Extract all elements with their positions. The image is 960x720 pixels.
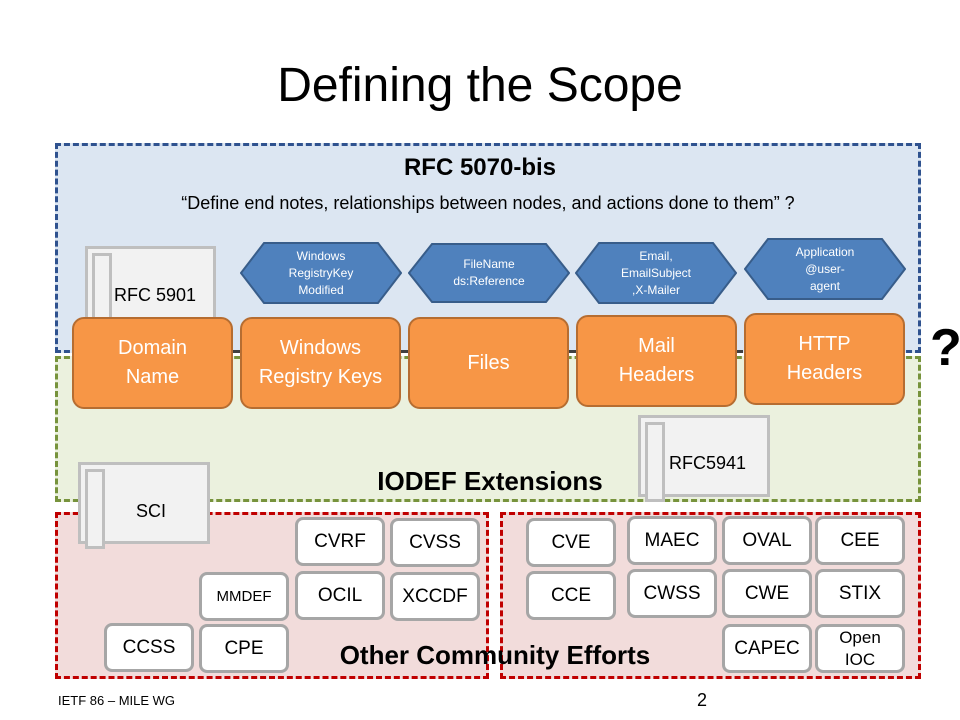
effort-stix: STIX	[815, 569, 905, 618]
category-http-headers: HTTP Headers	[744, 313, 905, 405]
hexagon-line: FileName	[463, 257, 515, 271]
rfc5941-label: RFC5941	[669, 453, 747, 473]
rfc-5901-label: RFC 5901	[114, 285, 197, 305]
effort-cwe: CWE	[722, 569, 812, 618]
hexagon-line: Windows	[296, 248, 346, 263]
sci-label: SCI	[136, 501, 167, 521]
openioc-line: IOC	[844, 649, 876, 669]
effort-cee: CEE	[815, 516, 905, 565]
effort-ccss: CCSS	[104, 623, 194, 672]
effort-oval: OVAL	[722, 516, 812, 565]
hexagon-line: Email,	[639, 248, 673, 263]
effort-cvrf: CVRF	[295, 517, 385, 566]
category-line: Domain	[118, 337, 187, 359]
document-page-edge	[85, 469, 105, 549]
category-line: Headers	[618, 364, 695, 386]
hexagon-line: RegistryKey	[288, 265, 354, 280]
sci-document: SCI	[78, 462, 210, 549]
hexagon-line: ds:Reference	[453, 274, 525, 288]
footer-text: IETF 86 – MILE WG	[58, 693, 176, 708]
rfc-5901-document: RFC 5901	[85, 246, 216, 333]
iodef-region-heading: IODEF Extensions	[377, 466, 603, 496]
category-line: Windows	[279, 337, 362, 359]
openioc-line: Open	[839, 627, 881, 647]
hexagon-email: Email, EmailSubject ,X-Mailer	[575, 242, 737, 304]
slide-title: Defining the Scope	[277, 59, 683, 112]
hexagon-line: ,X-Mailer	[631, 282, 680, 297]
effort-maec: MAEC	[627, 516, 717, 565]
effort-cwss: CWSS	[627, 569, 717, 618]
effort-ocil: OCIL	[295, 571, 385, 620]
category-line: HTTP	[798, 333, 851, 355]
effort-cce: CCE	[526, 571, 616, 620]
rfc5941-document: RFC5941	[638, 415, 770, 502]
document-page-edge	[645, 422, 665, 502]
category-line: Files	[467, 351, 510, 374]
effort-cvss: CVSS	[390, 518, 480, 567]
hexagon-line: Modified	[298, 282, 344, 297]
hexagon-line: agent	[809, 278, 841, 293]
category-files: Files	[408, 317, 569, 409]
question-mark: ?	[930, 319, 960, 377]
effort-cve: CVE	[526, 518, 616, 567]
hexagon-line: @user-	[805, 261, 845, 276]
effort-xccdf: XCCDF	[390, 572, 480, 621]
category-line: Headers	[786, 362, 863, 384]
category-line: Registry Keys	[258, 366, 383, 388]
effort-cpe: CPE	[199, 624, 289, 673]
hexagon-line: EmailSubject	[620, 265, 692, 280]
page-number: 2	[697, 690, 708, 710]
rfc-region-quote: “Define end notes, relationships between…	[181, 193, 795, 213]
effort-capec: CAPEC	[722, 624, 812, 673]
hexagon-application: Application @user-agent	[744, 238, 906, 300]
category-line: Mail	[638, 335, 675, 357]
effort-mmdef: MMDEF	[199, 572, 289, 621]
hexagon-line: Application	[795, 244, 855, 259]
rfc-region-heading: RFC 5070-bis	[403, 154, 557, 181]
other-efforts-heading: Other Community Efforts	[339, 640, 651, 670]
hexagon-filename: FileName ds:Reference	[408, 243, 570, 303]
category-line: Name	[125, 366, 180, 388]
